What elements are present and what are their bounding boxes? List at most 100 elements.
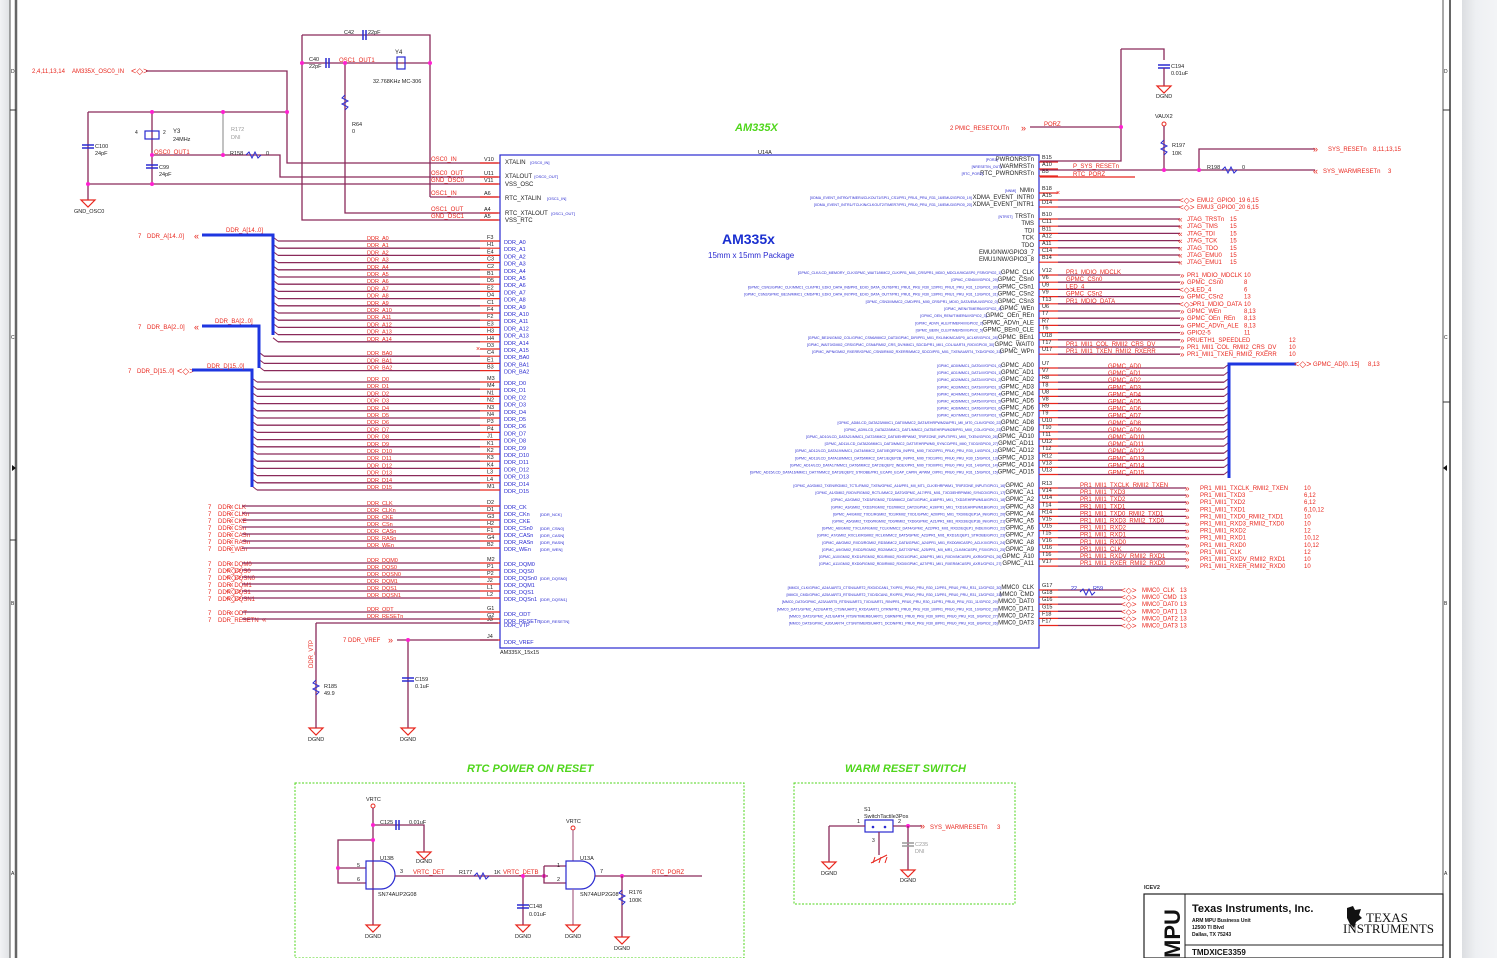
input-port-icon[interactable]: « [1178, 237, 1183, 246]
bidir-port-icon[interactable]: <◇> [1121, 607, 1137, 616]
output-port-icon[interactable]: » [1180, 350, 1185, 359]
output-port-icon[interactable]: » [1185, 534, 1190, 543]
output-port-icon[interactable]: » [1185, 555, 1190, 564]
input-port-icon[interactable]: « [229, 530, 234, 539]
net-port-label: DDR_CLK [218, 505, 246, 511]
output-port-icon[interactable]: » [1185, 505, 1190, 514]
output-port-icon[interactable]: » [1185, 484, 1190, 493]
input-port-icon[interactable]: « [1178, 258, 1183, 267]
pin-number: V14 [1042, 488, 1052, 494]
input-port-icon[interactable]: » [1021, 123, 1026, 133]
output-port-icon[interactable]: » [1313, 144, 1318, 154]
output-port-icon[interactable]: » [1180, 336, 1185, 345]
output-port-icon[interactable]: » [1185, 562, 1190, 571]
bidir-port-icon[interactable]: <◇> [1121, 593, 1137, 602]
chip-pin-alt: [OSC1_OUT] [551, 211, 575, 216]
net-label: DDR_D14 [367, 478, 392, 484]
chip-right-pin-row: GPMC_AD15[GPMC_AD15/LCD_DATA16/MMC1_DAT7… [750, 468, 1058, 476]
reset-section: C194 0.01uF DGND 2 PMIC_RESETOUTn » PORZ… [950, 48, 1402, 178]
bidir-port-icon[interactable]: <◇> [1294, 359, 1311, 369]
input-port-icon[interactable]: « [229, 509, 234, 518]
output-port-icon[interactable]: » [920, 821, 925, 831]
component-value: 24pF [95, 151, 108, 157]
net-port-label: GPMC_WEn [1187, 309, 1221, 315]
input-port-icon[interactable]: « [194, 322, 199, 332]
bidir-port-icon[interactable]: <◇> [1121, 614, 1137, 623]
input-port-icon[interactable]: « [1313, 166, 1318, 176]
input-port-icon[interactable]: « [194, 231, 199, 241]
output-port-icon[interactable]: » [1180, 307, 1185, 316]
bidir-port-icon[interactable]: <◇> [1179, 196, 1195, 205]
net-port-label: GPIO2-5 [1187, 331, 1211, 337]
input-port-icon[interactable]: « [1178, 229, 1183, 238]
net-label: VRTC_DET [413, 870, 445, 876]
bidir-port-icon[interactable]: <◇> [1121, 586, 1137, 595]
pin-number: T10 [1042, 425, 1051, 431]
tactile-switch-s1-icon[interactable] [864, 819, 894, 833]
bidir-port-icon[interactable]: <◇> [226, 594, 242, 603]
bidir-port-icon[interactable]: <◇> [226, 573, 242, 582]
chip-pin-name: DDR_DQSn0 [504, 576, 537, 582]
input-port-icon[interactable]: « [229, 580, 234, 589]
output-port-icon[interactable]: » [1180, 271, 1185, 280]
ti-logo-icon [1347, 906, 1362, 928]
zone-letter: D [1444, 69, 1448, 75]
output-port-icon[interactable]: » [1185, 548, 1190, 557]
output-port-icon[interactable]: » [1180, 278, 1185, 287]
output-port-icon[interactable]: » [1180, 329, 1185, 338]
chip-pin-name: DDR_A2 [504, 254, 526, 260]
net-port-label: DDR_RESETN [218, 618, 259, 624]
chip-right-pin-row: GPMC_A2[GPMC_A2/GMII2_TXD3/RGMII2_TD3/MM… [831, 495, 1058, 503]
input-port-icon[interactable]: « [1178, 251, 1183, 260]
net-port-label: MMC0_DAT3 [1142, 624, 1179, 630]
output-port-icon[interactable]: » [1185, 512, 1190, 521]
input-port-icon[interactable]: « [229, 523, 234, 532]
output-port-icon[interactable]: » [1185, 527, 1190, 536]
input-port-icon[interactable]: « [1178, 222, 1183, 231]
bidir-port-icon[interactable]: <◇> [1179, 203, 1195, 212]
bidir-port-icon[interactable]: <◇> [177, 366, 194, 376]
output-port-icon[interactable]: » [1185, 541, 1190, 550]
output-port-icon[interactable]: » [1180, 321, 1185, 330]
bidir-port-icon[interactable]: <◇> [226, 566, 242, 575]
input-port-icon[interactable]: « [229, 516, 234, 525]
bidir-port-icon[interactable]: <◇> [1121, 622, 1137, 631]
net-label: DDR_CSn [367, 522, 393, 528]
logo-text: INSTRUMENTS [1343, 921, 1434, 936]
chip-right-pin-row: GPMC_WPn[GPMC_WPN/GMII2_RXERR/GPMC_CSN5/… [812, 347, 1058, 355]
bidir-port-icon[interactable]: <◇> [1179, 300, 1195, 309]
input-port-icon[interactable]: « [1178, 244, 1183, 253]
component-refdes: R177 [459, 870, 472, 876]
resistor-r197-icon [1159, 139, 1169, 156]
output-port-icon[interactable]: » [1180, 293, 1185, 302]
zone-letter: B [11, 601, 15, 607]
net-label: DDR_RESETn [367, 614, 403, 620]
input-port-icon[interactable]: « [1178, 215, 1183, 224]
input-port-icon[interactable]: » [388, 635, 393, 645]
offpage-ref: 10 [1304, 564, 1311, 570]
chip-pin-name: GPMC_WPn [1000, 349, 1034, 355]
bidir-port-icon[interactable]: <◇> [1121, 600, 1137, 609]
net-label: OSC1_OUT1 [339, 58, 375, 64]
output-port-icon[interactable]: » [1185, 498, 1190, 507]
output-port-icon[interactable]: » [1180, 314, 1185, 323]
output-port-icon[interactable]: » [1185, 491, 1190, 500]
input-port-icon[interactable]: « [229, 559, 234, 568]
bidir-port-icon[interactable]: <◇> [131, 66, 148, 76]
input-port-icon[interactable]: « [229, 608, 234, 617]
chip-pin-name: DDR_D12 [504, 467, 529, 473]
component-refdes: S1 [864, 807, 871, 813]
net-port-label: SYS_RESETn [1328, 147, 1367, 153]
input-port-icon[interactable]: « [229, 544, 234, 553]
bidir-port-icon[interactable]: <◇> [226, 587, 242, 596]
chip-right-pin-row: GPMC_CSn3[GPMC_CSN3///MMC2_CMD/PR1_MII0_… [866, 297, 1058, 305]
offpage-ref: 12 [1304, 529, 1311, 535]
bidir-port-icon[interactable]: <◇> [1179, 285, 1195, 294]
input-port-icon[interactable]: « [229, 537, 234, 546]
output-port-icon[interactable]: » [1185, 520, 1190, 529]
input-port-icon[interactable]: « [229, 502, 234, 511]
output-port-icon[interactable]: » [1180, 343, 1185, 352]
address-line: 12500 TI Blvd [1192, 925, 1224, 931]
